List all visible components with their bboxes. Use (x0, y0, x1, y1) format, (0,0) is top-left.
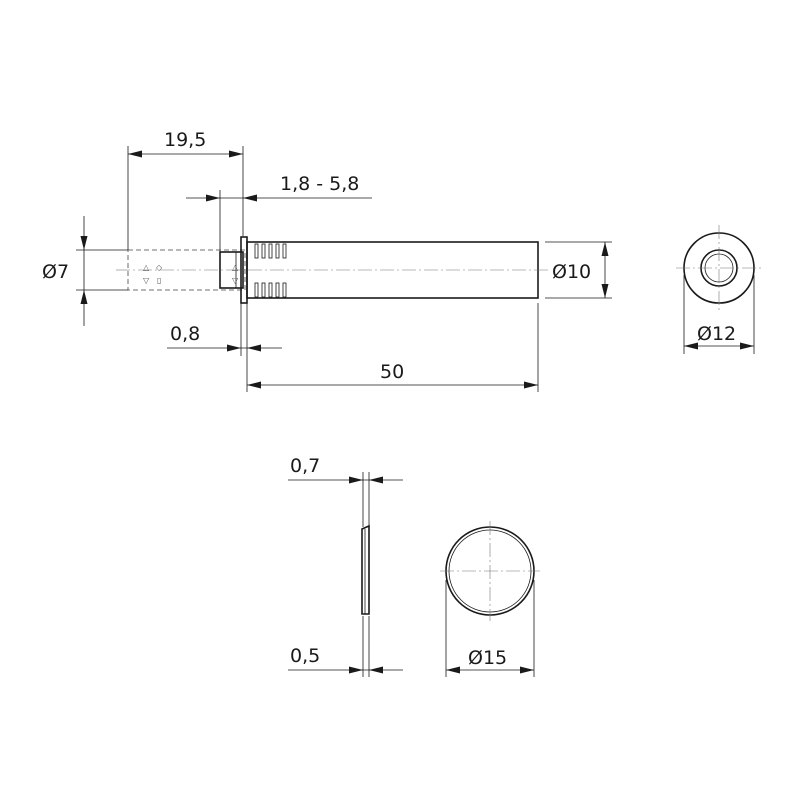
plate-side-view (361, 524, 370, 615)
dim-plate-0-5: 0,5 (288, 616, 403, 677)
dim-dia-10: Ø10 (545, 241, 612, 299)
tip-symbol-2: ◇ (156, 263, 163, 272)
tip-symbol-3: ▽ (143, 276, 150, 285)
dim-dia-7: Ø7 (42, 216, 128, 326)
plate-face-view (440, 521, 540, 621)
dim-flange-label: 0,8 (170, 323, 200, 345)
dim-dia-15-label: Ø15 (468, 647, 507, 669)
dim-stroke-label: 1,8 - 5,8 (280, 173, 359, 195)
dim-50: 50 (247, 303, 539, 392)
dim-dia-7-label: Ø7 (42, 261, 69, 283)
slots-bottom (254, 282, 287, 298)
dim-50-label: 50 (380, 361, 404, 383)
dim-plate-0-7: 0,7 (288, 455, 403, 527)
dim-dia-12-label: Ø12 (697, 323, 736, 345)
dim-19-5: 19,5 (127, 129, 244, 250)
plate-side-outline (361, 524, 370, 615)
tip-symbol-4: ▯ (157, 276, 161, 285)
dim-plate-top-label: 0,7 (290, 455, 320, 477)
dim-flange-0-8: 0,8 (167, 303, 282, 392)
dim-dia-10-label: Ø10 (552, 261, 591, 283)
end-view (676, 225, 762, 311)
dim-dia-12: Ø12 (683, 275, 755, 354)
dim-dia-15: Ø15 (445, 580, 535, 677)
tip-symbol-5: △ (232, 263, 239, 272)
dim-plate-bottom-label: 0,5 (290, 645, 320, 667)
slots-top (254, 243, 287, 259)
dim-stroke: 1,8 - 5,8 (186, 173, 372, 252)
tip-symbol-1: △ (143, 263, 150, 272)
dim-19-5-label: 19,5 (164, 129, 206, 151)
side-view: △ ◇ ▽ ▯ △ ▽ (116, 236, 548, 304)
tip-symbol-6: ▽ (232, 276, 239, 285)
